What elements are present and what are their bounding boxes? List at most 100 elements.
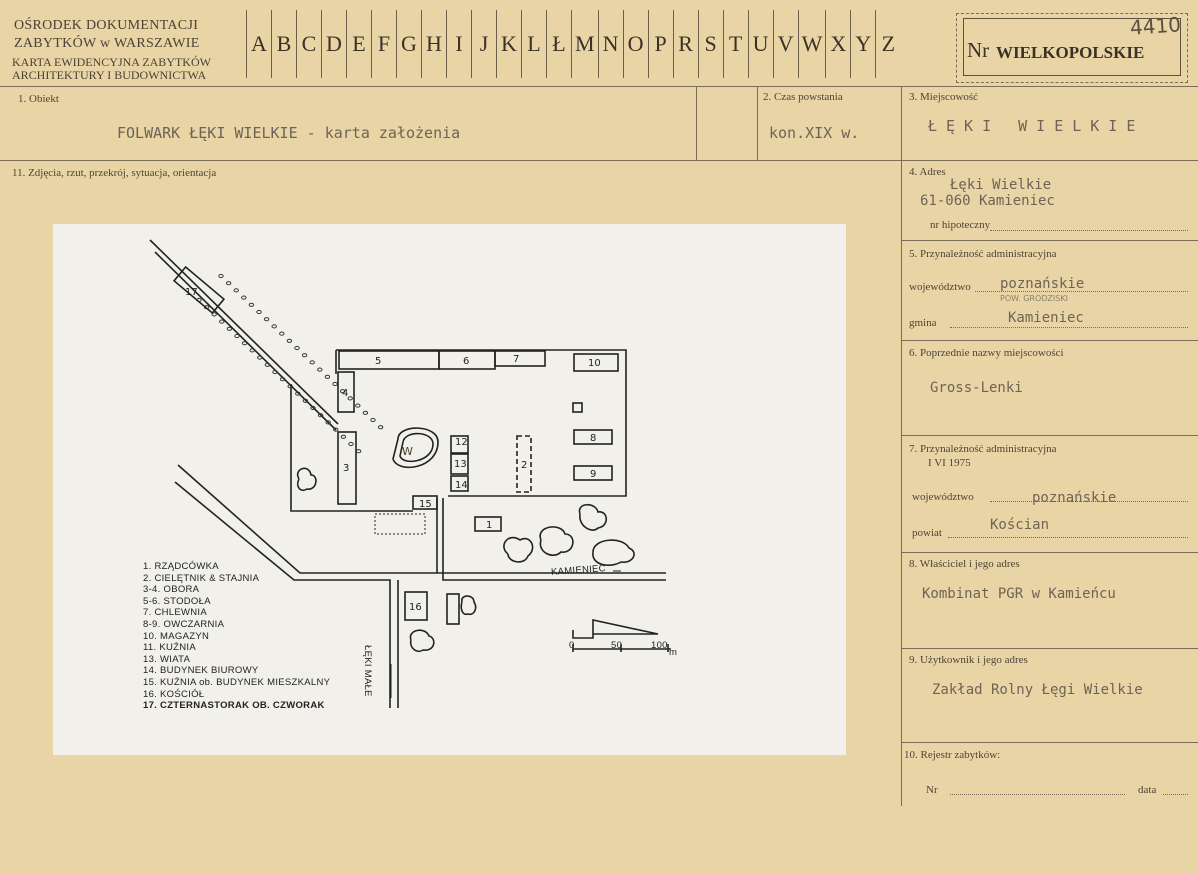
wojewodztwo-line — [975, 291, 1188, 292]
tree-dot — [257, 355, 263, 360]
poprzednie-nazwy-label: 6. Poprzednie nazwy miejscowości — [909, 347, 1064, 359]
index-letter: L — [521, 10, 546, 78]
scale-label-100: 100 — [651, 640, 668, 651]
tree — [592, 539, 635, 566]
building-number: 3 — [343, 463, 349, 474]
tree-dot — [279, 331, 285, 336]
gmina-value: Kamieniec — [1008, 310, 1084, 326]
tree-row — [196, 273, 384, 454]
tree-dot — [271, 324, 277, 329]
wojewodztwo2-label: województwo — [912, 491, 974, 503]
tree — [460, 595, 477, 616]
card-title-line2: ARCHITEKTURY I BUDOWNICTWA — [12, 68, 207, 82]
wojewodztwo-value: poznańskie — [1000, 276, 1085, 292]
divider — [757, 86, 758, 160]
wlasciciel-value: Kombinat PGR w Kamieńcu — [922, 586, 1116, 602]
tree-dot — [332, 381, 338, 387]
scale-label-0: 0 — [569, 640, 575, 651]
building-number: 16 — [409, 602, 422, 613]
divider — [901, 240, 1198, 241]
building-number: 9 — [590, 469, 596, 480]
tree-dot — [309, 360, 315, 365]
building-number: 15 — [419, 499, 432, 510]
tree-dot — [226, 326, 233, 331]
scale-bar — [572, 619, 659, 639]
tree-dot — [241, 341, 248, 346]
miejscowosc-value: ŁĘKI WIELKIE — [928, 117, 1145, 135]
poprzednie-nazwy-value: Gross-Lenki — [930, 380, 1023, 396]
tree-dot — [219, 319, 225, 324]
divider — [0, 86, 1198, 87]
legend-item: 7. CHLEWNIA — [143, 607, 208, 619]
tree-dot — [279, 377, 286, 382]
yard-outline — [336, 349, 627, 497]
card-title-line1: KARTA EWIDENCYJNA ZABYTKÓW — [12, 55, 211, 69]
scale-label-50: 50 — [611, 640, 623, 651]
building-number: 8 — [590, 433, 596, 444]
wojewodztwo2-line — [990, 501, 1188, 502]
building-number: 13 — [454, 459, 467, 470]
powiat-note: POW. GRODZISKI — [1000, 294, 1068, 303]
small-building — [572, 402, 583, 413]
index-letter: H — [421, 10, 446, 78]
tree-dot — [287, 384, 293, 389]
pond-label: W — [402, 445, 413, 458]
tree-dot — [249, 348, 255, 353]
building-7 — [494, 350, 546, 367]
tree-dot — [325, 420, 331, 425]
index-letter: E — [346, 10, 371, 78]
index-letter: A — [246, 10, 271, 78]
building-10 — [573, 353, 619, 372]
index-letter: P — [647, 10, 673, 78]
legend-item: 2. CIELĘTNIK & STAJNIA — [143, 572, 260, 584]
divider — [901, 86, 902, 806]
tree — [578, 503, 608, 531]
building-5 — [338, 350, 440, 370]
rejestr-data-label: data — [1138, 784, 1157, 796]
building-number: 7 — [513, 354, 519, 365]
legend-item: 14. BUDYNEK BIUROWY — [143, 665, 259, 677]
legend-item: 16. KOŚCIÓŁ — [143, 688, 205, 700]
index-letter: R — [672, 10, 698, 78]
tree-dot — [362, 410, 369, 415]
obiekt-value: FOLWARK ŁĘKI WIELKIE - karta założenia — [117, 124, 461, 142]
tree-dot — [324, 374, 331, 379]
tree-dot — [301, 353, 308, 358]
index-letter: X — [825, 10, 850, 78]
tree — [296, 467, 317, 492]
tree-dot — [294, 345, 300, 351]
building-number: 4 — [342, 388, 348, 399]
tree-dot — [256, 309, 262, 315]
index-letter: G — [396, 10, 421, 78]
adres-line1: Łęki Wielkie — [950, 177, 1052, 193]
divider — [696, 86, 697, 160]
tree-dot — [302, 398, 309, 403]
tree-dot — [233, 288, 239, 293]
building-1 — [474, 516, 502, 532]
wlasciciel-label: 8. Właściciel i jego adres — [909, 558, 1020, 570]
uzytkownik-value: Zakład Rolny Łęgi Wielkie — [932, 682, 1143, 698]
building-number: 6 — [463, 356, 469, 367]
institution-line2: ZABYTKÓW w WARSZAWIE — [14, 36, 200, 51]
index-letter: J — [471, 10, 496, 78]
tree-dot — [225, 281, 232, 286]
tree-dot — [348, 441, 354, 447]
tree — [539, 526, 574, 556]
building-number: 1 — [486, 520, 492, 531]
tree-dot — [377, 425, 384, 430]
building-number: 17 — [185, 287, 198, 298]
region-stamp: WIELKOPOLSKIE — [996, 43, 1145, 62]
building-12 — [450, 435, 469, 454]
tree-dot — [355, 403, 361, 408]
tree-dot — [218, 273, 224, 279]
building-number: 14 — [455, 480, 468, 491]
index-letter: C — [296, 10, 321, 78]
building-16 — [404, 591, 428, 621]
tree-dot — [317, 367, 323, 372]
number-box — [963, 18, 1181, 76]
tree-dot — [264, 362, 271, 367]
